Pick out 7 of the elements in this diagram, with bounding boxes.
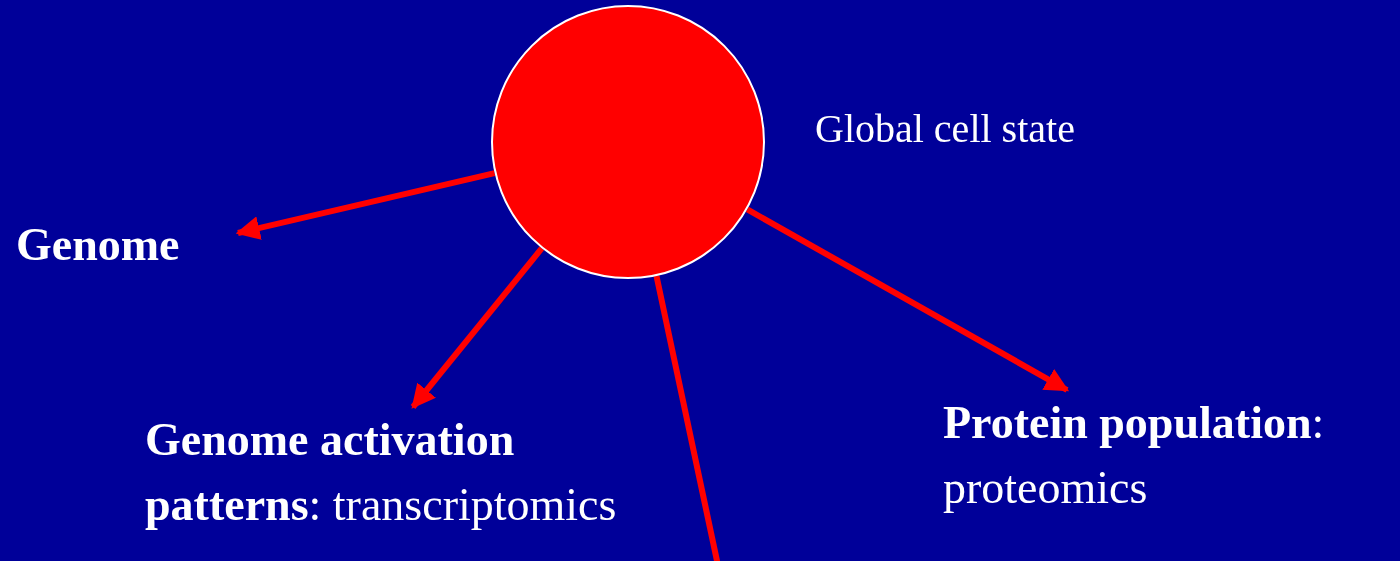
arrow	[235, 170, 496, 240]
arrow	[745, 206, 1070, 393]
node-label: Protein population: proteomics	[943, 390, 1393, 540]
node-label: Genome	[16, 212, 238, 278]
node-label: Genome activation patterns: transcriptomics	[145, 407, 693, 561]
node-caption: Global cell state	[815, 105, 1075, 153]
arrow	[410, 246, 545, 409]
